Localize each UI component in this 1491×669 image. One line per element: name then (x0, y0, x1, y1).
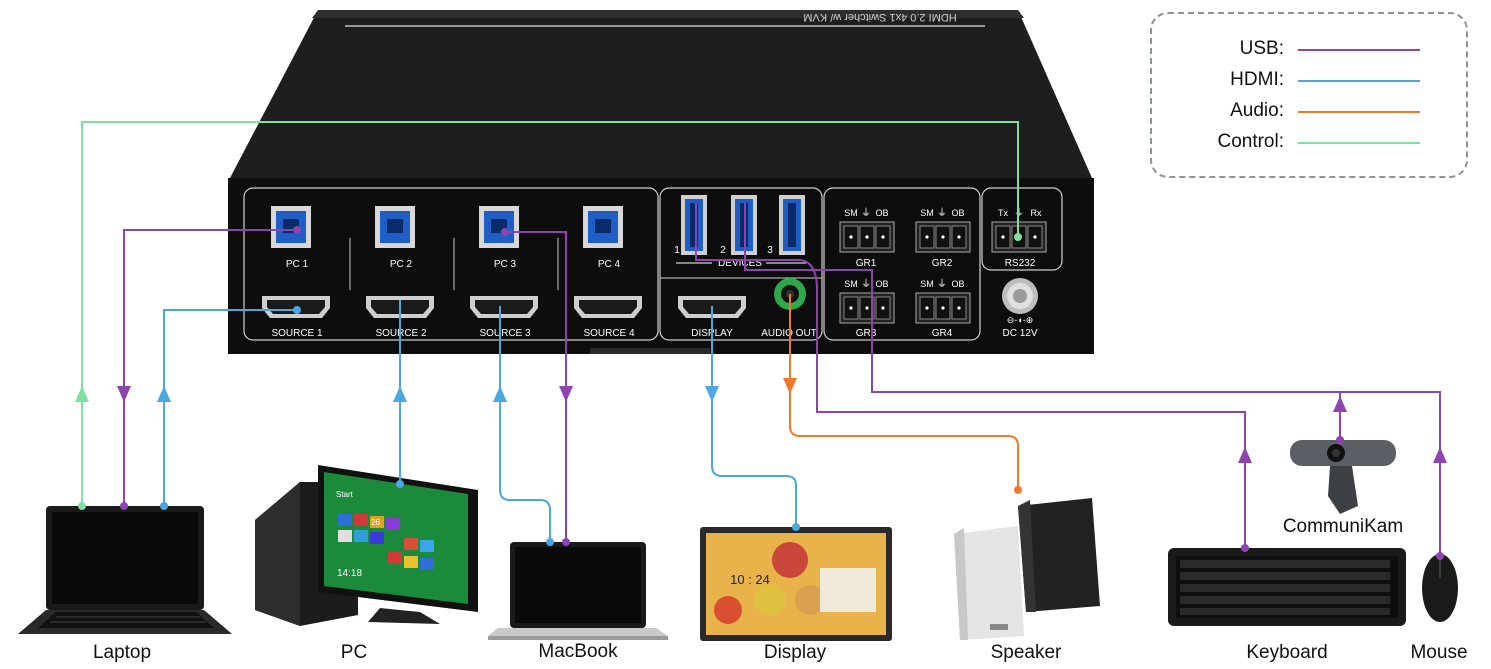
power-label: DC 12V (1002, 328, 1037, 339)
laptop-illustration (18, 506, 232, 634)
legend-control-label: Control: (1217, 131, 1284, 152)
svg-text:Rx: Rx (1031, 208, 1042, 218)
device-title: HDMI 2.0 4x1 Switcher w/ KVM (803, 11, 956, 23)
usb-b-port-2-label: PC 2 (390, 259, 413, 270)
keyboard-illustration (1168, 548, 1406, 626)
endpoint-dots (78, 226, 1444, 560)
svg-text:SM: SM (920, 279, 934, 289)
legend-control-swatch (1298, 142, 1420, 144)
legend: USB: HDMI: Audio: Control: (1150, 12, 1468, 178)
legend-hdmi-swatch (1298, 80, 1420, 82)
hdmi-input-3-label: SOURCE 3 (479, 328, 531, 339)
pc-label: PC (340, 642, 368, 663)
usb-line-laptop (123, 229, 297, 506)
macbook-label: MacBook (538, 641, 618, 662)
svg-text:⏚: ⏚ (937, 207, 947, 219)
legend-control: Control: (1152, 131, 1470, 155)
usb-line-macbook (505, 231, 567, 542)
control-line (81, 121, 1019, 506)
legend-usb: USB: (1152, 38, 1470, 62)
hdmi-input-1-label: SOURCE 1 (271, 328, 323, 339)
legend-audio-label: Audio: (1230, 100, 1284, 121)
svg-text:⏚: ⏚ (937, 278, 947, 290)
devices-label: DEVICES (718, 258, 762, 269)
svg-text:⏚: ⏚ (861, 207, 871, 219)
mouse-label: Mouse (1410, 642, 1468, 663)
usb-b-port-3: PC 3 (479, 206, 519, 270)
macbook-illustration (488, 542, 668, 640)
hdmi-input-4-label: SOURCE 4 (583, 328, 635, 339)
svg-text:OB: OB (951, 279, 964, 289)
usb-a-number-2: 2 (720, 245, 726, 256)
pc-time: 14:18 (337, 568, 362, 579)
usb-b-port-4-label: PC 4 (598, 259, 621, 270)
display-time: 10 : 24 (730, 572, 770, 587)
svg-text:OB: OB (875, 208, 888, 218)
power-jack: ⊖-◖-⊕ DC 12V (1002, 278, 1038, 339)
legend-hdmi: HDMI: (1152, 69, 1470, 93)
hdmi-input-2-label: SOURCE 2 (375, 328, 427, 339)
gpio-group-4-label: GR4 (932, 328, 953, 339)
hdmi-line-display (711, 306, 797, 527)
legend-hdmi-label: HDMI: (1230, 69, 1284, 90)
speaker-illustration (954, 498, 1100, 640)
gpio-group-4: SM ⏚ OB GR4 (915, 278, 971, 339)
audio-line (789, 294, 1019, 490)
camera-label: CommuniKam (1282, 516, 1404, 537)
display-label: Display (763, 642, 827, 663)
svg-text:SM: SM (920, 208, 934, 218)
svg-text:OB: OB (951, 208, 964, 218)
connection-lines (81, 121, 1441, 556)
legend-usb-label: USB: (1239, 38, 1284, 59)
display-illustration: 10 : 24 (700, 527, 892, 641)
hdmi-line-macbook (499, 306, 551, 542)
svg-text:⊖-◖-⊕: ⊖-◖-⊕ (1007, 315, 1034, 325)
usb-a-ports: 1 2 3 DEVICES (674, 195, 806, 269)
svg-text:SM: SM (844, 208, 858, 218)
usb-b-port-2: PC 2 (375, 206, 415, 270)
usb-b-port-1-label: PC 1 (286, 259, 309, 270)
usb-b-port-3-label: PC 3 (494, 259, 517, 270)
camera-illustration (1290, 440, 1396, 514)
usb-line-mouse (744, 203, 1441, 556)
pc-illustration: Start 26 14:18 (255, 465, 478, 626)
keyboard-label: Keyboard (1246, 642, 1328, 663)
mouse-illustration (1422, 554, 1458, 622)
svg-text:Tx: Tx (998, 208, 1008, 218)
rs232-label: RS232 (1005, 258, 1036, 269)
hdmi-input-1: SOURCE 1 (262, 296, 330, 339)
gpio-group-1: SM ⏚ OB GR1 (839, 207, 895, 269)
legend-usb-swatch (1298, 49, 1420, 51)
usb-a-number-1: 1 (674, 245, 680, 256)
hdmi-input-4: SOURCE 4 (574, 296, 642, 339)
pc-start-text: Start (336, 490, 354, 499)
gpio-group-2: SM ⏚ OB GR2 (915, 207, 971, 269)
svg-text:OB: OB (875, 279, 888, 289)
gpio-group-2-label: GR2 (932, 258, 953, 269)
gpio-group-3: SM ⏚ OB GR3 (839, 278, 895, 339)
svg-text:SM: SM (844, 279, 858, 289)
hdmi-line-laptop (163, 309, 297, 506)
switcher-unit: HDMI 2.0 4x1 Switcher w/ KVM (228, 10, 1094, 354)
svg-text:⏚: ⏚ (861, 278, 871, 290)
pc-tile-number: 26 (371, 518, 380, 527)
legend-audio-swatch (1298, 111, 1420, 113)
gpio-group-1-label: GR1 (856, 258, 877, 269)
legend-audio: Audio: (1152, 100, 1470, 124)
hdmi-input-3: SOURCE 3 (470, 296, 538, 339)
laptop-label: Laptop (92, 642, 152, 663)
arrowheads (75, 378, 1447, 463)
usb-b-port-4: PC 4 (583, 206, 623, 270)
usb-a-number-3: 3 (767, 245, 773, 256)
gpio-group-3-label: GR3 (856, 328, 877, 339)
speaker-label: Speaker (990, 642, 1062, 663)
